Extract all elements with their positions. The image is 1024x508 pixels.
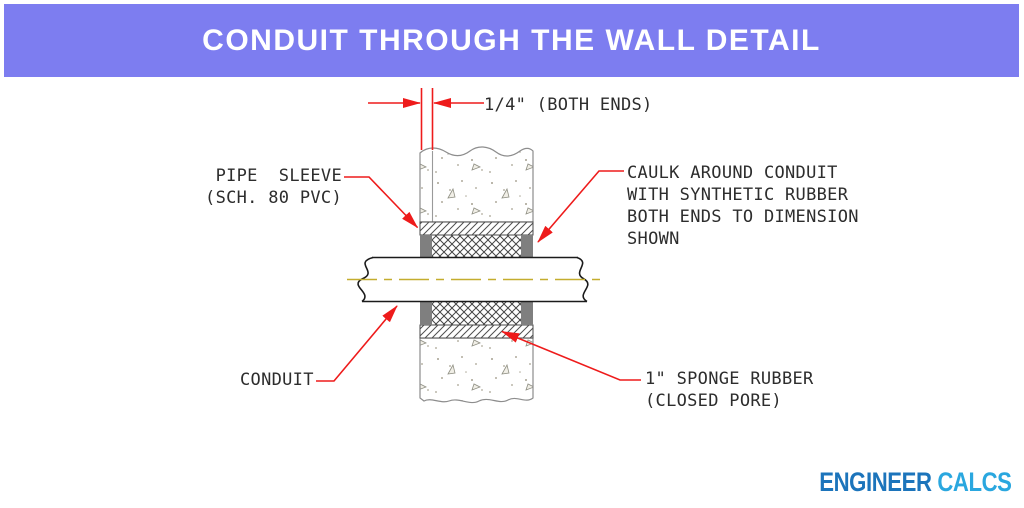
pipe-sleeve-hatch-bottom [420,325,533,338]
title-banner: CONDUIT THROUGH THE WALL DETAIL [4,4,1019,77]
caulk-label: CAULK AROUND CONDUIT WITH SYNTHETIC RUBB… [627,163,859,249]
caulk-leader [537,170,624,243]
caulk-blocks [420,235,533,325]
quarter-inch-dimension [368,88,484,150]
sponge-rubber-leader [501,330,641,381]
sponge-rubber-label: 1" SPONGE RUBBER (CLOSED PORE) [645,369,814,411]
caulk-block-bottom-right [521,301,533,325]
wall-section-bottom [419,337,534,404]
caulk-block-top-left [420,235,432,258]
conduit-pipe [347,256,601,303]
dimension-label: 1/4" (BOTH ENDS) [484,95,653,115]
pipe-sleeve-label: PIPE SLEEVE (SCH. 80 PVC) [205,166,342,208]
page-title: CONDUIT THROUGH THE WALL DETAIL [202,23,821,57]
caulk-block-top-right [521,235,533,258]
caulk-block-bottom-left [420,301,432,325]
brand-word-engineer: ENGINEER [819,467,933,497]
conduit-leader [316,305,398,382]
pipe-sleeve-leader [344,176,419,229]
pipe-sleeve-hatch-top [420,222,533,235]
sponge-rubber-top [432,235,521,258]
conduit-label: CONDUIT [240,370,314,390]
wall-section-top [419,146,534,223]
brand-word-calcs: CALCS [937,467,1013,497]
leader-arrows [316,170,641,382]
sponge-rubber-bottom [432,301,521,325]
